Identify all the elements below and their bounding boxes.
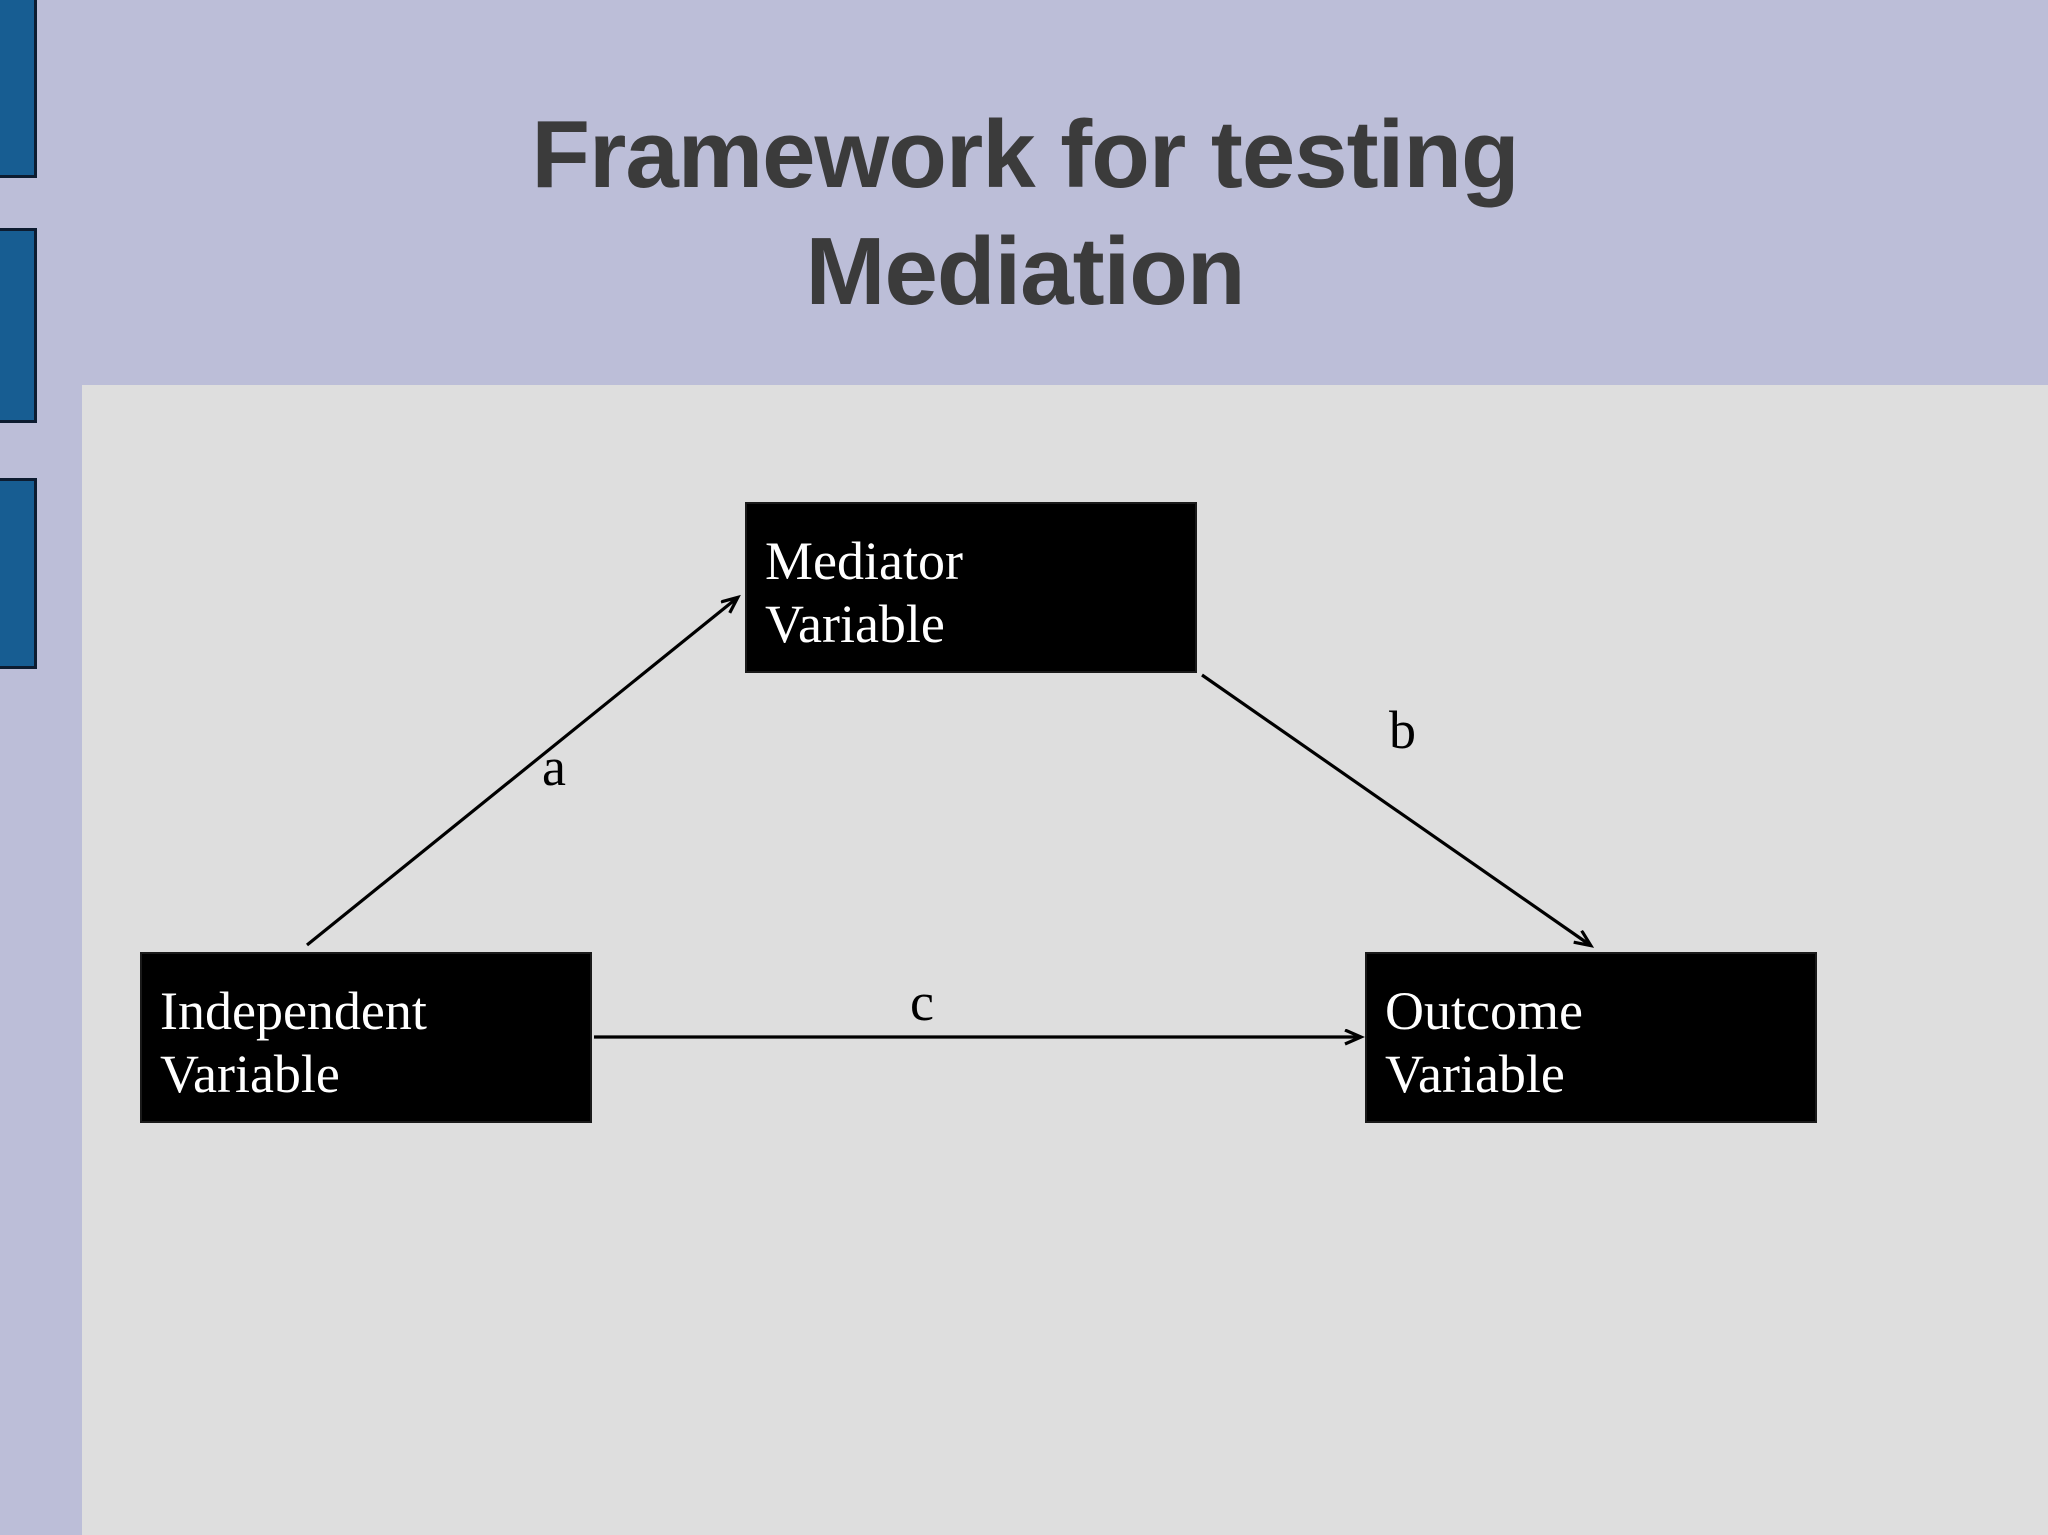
accent-bar-bottom	[0, 478, 37, 669]
content-panel: Mediator Variable Independent Variable O…	[82, 385, 2048, 1535]
edge-a-line	[305, 598, 737, 947]
node-mediator-variable: Mediator Variable	[745, 502, 1197, 673]
accent-bar-top	[0, 0, 37, 178]
mediation-diagram: Mediator Variable Independent Variable O…	[82, 385, 2048, 1535]
page-title: Framework for testing Mediation	[531, 101, 1519, 326]
node-independent-variable: Independent Variable	[140, 952, 592, 1123]
title-band: Framework for testing Mediation	[0, 0, 2048, 385]
edge-label-b: b	[1389, 700, 1416, 760]
accent-bar-middle	[0, 228, 37, 423]
edge-label-c: c	[910, 972, 934, 1032]
edge-label-a: a	[542, 737, 566, 797]
node-outcome-variable: Outcome Variable	[1365, 952, 1817, 1123]
edge-b-line	[1201, 673, 1590, 945]
diagram-edges	[305, 385, 2048, 1535]
